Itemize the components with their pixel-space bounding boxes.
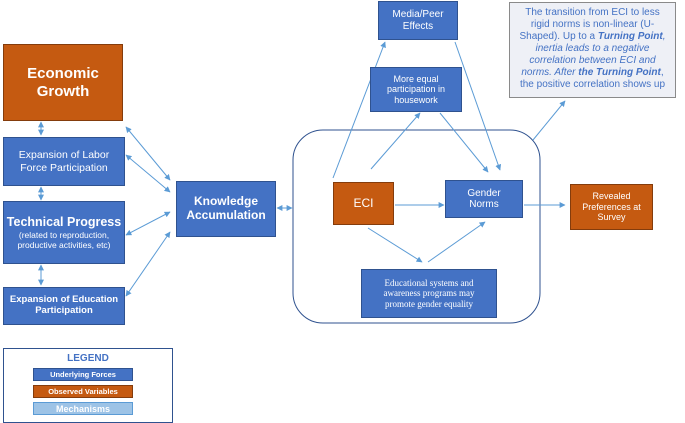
arrow-eci-housework (370, 112, 421, 170)
note-turning-point-1: Turning Point (597, 31, 663, 42)
gender-norms-node: Gender Norms (445, 180, 523, 218)
technical-progress-title: Technical Progress (6, 214, 122, 229)
note-text-1: The transition from ECI to less rigid no… (519, 7, 660, 42)
legend-title: LEGEND (67, 353, 109, 364)
labor-force-node: Expansion of Labor Force Participation (3, 137, 125, 186)
turning-point-note: The transition from ECI to less rigid no… (509, 2, 676, 98)
note-text-3: , the positive correlation shows up (519, 67, 666, 90)
arrow-growth-knowledge (125, 154, 171, 193)
note-turning-point-2: the Turning Point (578, 67, 661, 78)
legend-mechanisms: Mechanisms (33, 402, 133, 415)
arrow-edusystems-norms (427, 221, 486, 263)
arrow-edu-knowledge (125, 231, 171, 297)
arrow-housework-norms (439, 112, 489, 173)
arrow-eci-edusystems (367, 227, 423, 263)
arrow-media-norms (454, 41, 502, 171)
economic-growth-node: Economic Growth (3, 44, 123, 121)
arrow-tech-knowledge (125, 211, 171, 236)
arrow-container-note (532, 100, 566, 141)
note-text-2: , inertia leads to a negative correlatio… (521, 31, 666, 78)
legend-underlying-forces: Underlying Forces (33, 368, 133, 381)
mechanism-container (292, 129, 541, 324)
educational-systems-node: Educational systems and awareness progra… (361, 269, 497, 318)
knowledge-accumulation-node: Knowledge Accumulation (176, 181, 276, 237)
legend: LEGEND Underlying Forces Observed Variab… (3, 348, 173, 423)
arrow-eci-media (332, 41, 386, 179)
housework-node: More equal participation in housework (370, 67, 462, 112)
education-expansion-node: Expansion of Education Participation (3, 287, 125, 325)
eci-node: ECI (333, 182, 394, 225)
technical-progress-node: Technical Progress (related to reproduct… (3, 201, 125, 264)
technical-progress-subtitle: (related to reproduction, productive act… (17, 229, 111, 250)
media-peer-node: Media/Peer Effects (378, 1, 458, 40)
revealed-preferences-node: Revealed Preferences at Survey (570, 184, 653, 230)
legend-observed-variables: Observed Variables (33, 385, 133, 398)
arrow-labor-knowledge (125, 126, 171, 181)
